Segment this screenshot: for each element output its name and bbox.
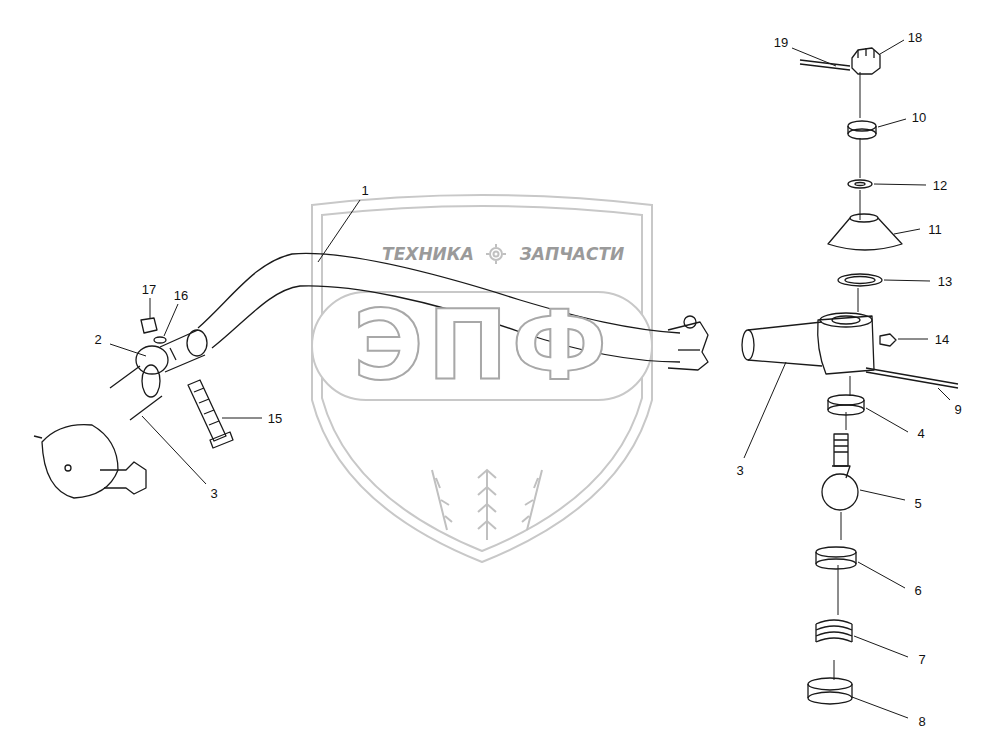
callout-number: 12	[933, 179, 947, 192]
watermark-text: ТЕХНИКА	[382, 246, 474, 263]
callout-number: 13	[938, 275, 952, 288]
callout-number: 14	[935, 333, 949, 346]
callout-number: 11	[928, 223, 942, 236]
callout-number: 2	[94, 333, 101, 346]
callout-number: 10	[912, 111, 926, 124]
callout-number: 3	[210, 487, 217, 500]
callout-number: 5	[914, 497, 921, 510]
callout-number: 19	[774, 36, 788, 49]
callout-number: 18	[908, 31, 922, 44]
callout-number: 4	[917, 427, 924, 440]
callout-number: 3	[736, 464, 743, 477]
callout-number: 15	[268, 412, 282, 425]
callout-number: 9	[954, 403, 961, 416]
callout-number: 16	[174, 289, 188, 302]
callout-number: 1	[361, 184, 368, 197]
callout-number: 6	[914, 584, 921, 597]
callout-number: 8	[918, 715, 925, 728]
watermark-text: ЗАПЧАСТИ	[520, 246, 625, 263]
callout-number: 7	[918, 653, 925, 666]
watermark-logo: ЭПФ	[353, 298, 611, 394]
callout-number: 17	[142, 283, 156, 296]
